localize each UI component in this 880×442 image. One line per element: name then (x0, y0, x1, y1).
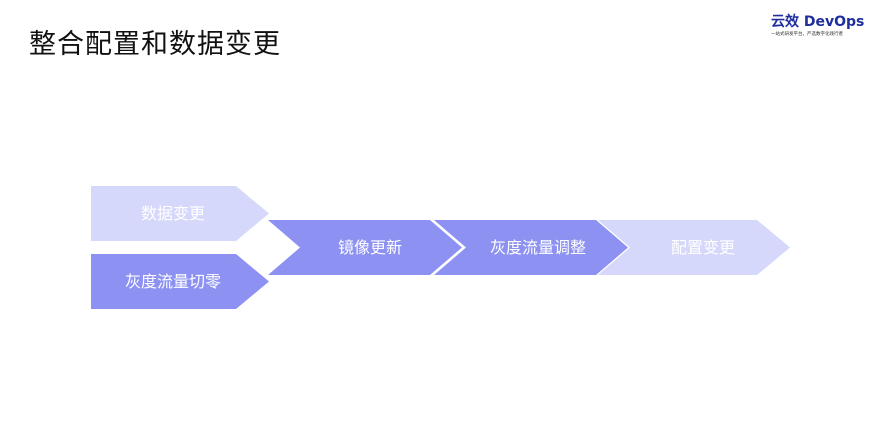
flow-step-data-change (91, 186, 269, 241)
flow-step-gray-traffic-zero (91, 254, 269, 309)
flow-step-data-change-label: 数据变更 (141, 204, 205, 223)
flow-step-gray-traffic-adjust (434, 220, 628, 275)
flow-step-gray-traffic-zero-label: 灰度流量切零 (125, 272, 221, 291)
flow-step-config-change (598, 220, 790, 275)
flow-step-image-update (268, 220, 462, 275)
flow-step-gray-traffic-adjust-label: 灰度流量调整 (490, 238, 586, 257)
brand-logo: 云效 DevOps 一站式研发平台，严选数字化践行者 (771, 14, 865, 38)
flow-step-config-change-label: 配置变更 (671, 238, 735, 257)
flow-step-image-update-label: 镜像更新 (338, 238, 402, 257)
brand-name: 云效 DevOps (771, 14, 865, 30)
page-title: 整合配置和数据变更 (29, 29, 281, 60)
brand-tagline: 一站式研发平台，严选数字化践行者 (771, 32, 843, 37)
